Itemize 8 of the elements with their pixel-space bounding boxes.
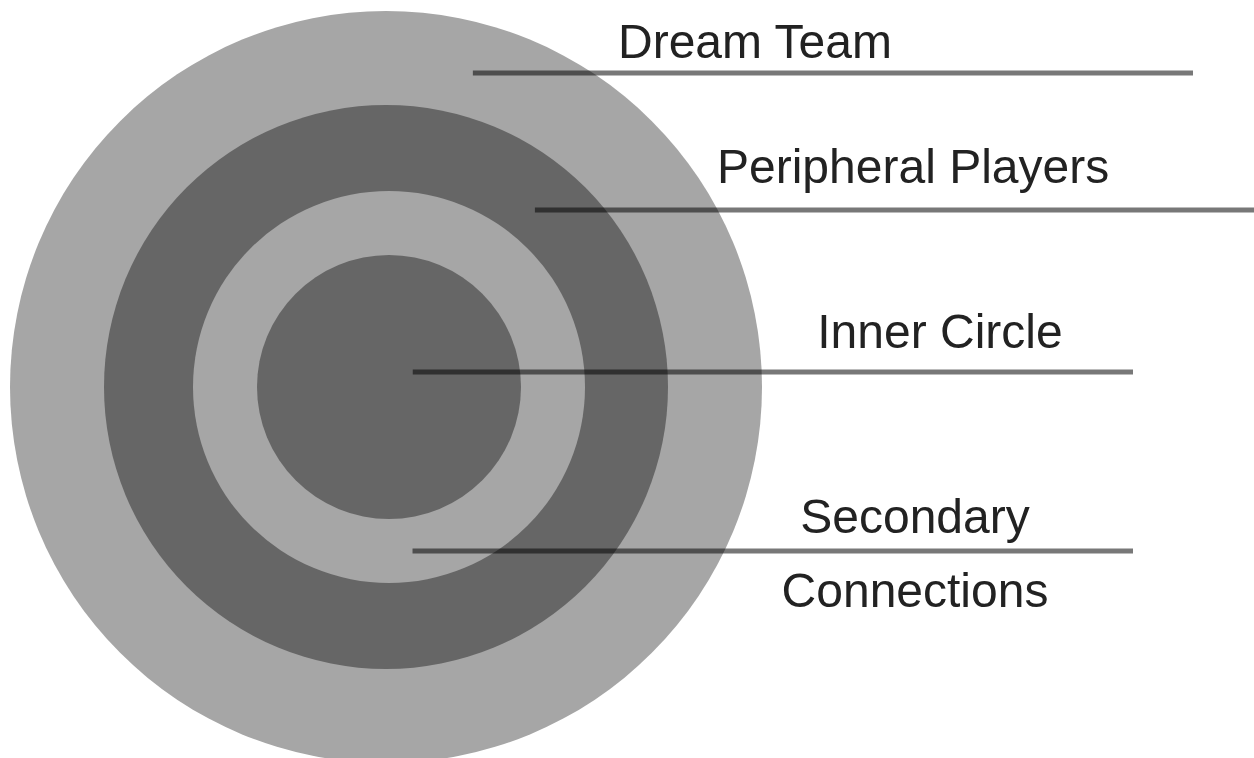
ring-label: Inner Circle xyxy=(816,304,1064,360)
leader-line xyxy=(412,369,1136,375)
leader-line xyxy=(412,548,1136,554)
ring-label: Peripheral Players xyxy=(717,139,1111,195)
leader-line xyxy=(472,70,1196,76)
leader-line xyxy=(534,207,1254,213)
ring-label: Dream Team xyxy=(618,14,893,70)
ring-label: Secondary Connections xyxy=(780,489,1050,619)
